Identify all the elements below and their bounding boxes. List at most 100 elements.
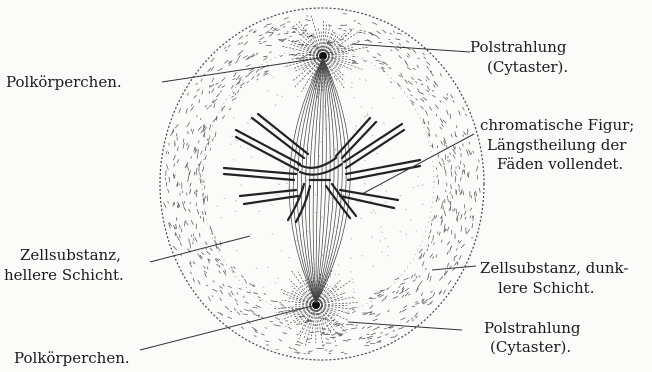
stipple-mark [427, 128, 430, 132]
stipple-mark [224, 47, 226, 49]
stipple-mark [414, 274, 415, 276]
stipple-mark [202, 90, 203, 94]
stipple-mark [388, 39, 390, 40]
stipple-mark [470, 208, 471, 211]
stipple-mark [422, 184, 424, 185]
stipple-mark [411, 318, 413, 319]
stipple-mark [216, 94, 220, 98]
stipple-mark [351, 307, 356, 308]
stipple-mark [330, 337, 336, 338]
stipple-mark [247, 123, 249, 124]
stipple-mark [426, 90, 429, 92]
stipple-mark [204, 196, 205, 202]
stipple-mark [184, 207, 186, 211]
stipple-mark [455, 132, 456, 137]
stipple-mark [341, 352, 344, 353]
stipple-mark [433, 235, 434, 240]
stipple-mark [243, 314, 248, 315]
stipple-mark [225, 306, 229, 309]
stipple-mark [439, 232, 440, 236]
stipple-mark [259, 300, 261, 301]
stipple-mark [385, 334, 389, 336]
stipple-mark [465, 217, 466, 220]
stipple-mark [417, 65, 419, 68]
stipple-mark [265, 31, 269, 34]
stipple-mark [387, 287, 390, 289]
stipple-mark [339, 70, 341, 71]
stipple-mark [362, 327, 365, 329]
stipple-mark [451, 134, 452, 138]
stipple-mark [212, 289, 217, 291]
stipple-mark [322, 255, 324, 256]
stipple-mark [196, 168, 197, 173]
stipple-mark [423, 261, 425, 266]
stipple-mark [169, 177, 170, 182]
label-polstrahlung-bottom: Polstrahlung [484, 319, 581, 337]
stipple-mark [191, 104, 192, 106]
stipple-mark [271, 128, 273, 129]
stipple-mark [475, 191, 476, 196]
stipple-mark [427, 86, 430, 91]
stipple-mark [292, 293, 294, 294]
stipple-mark [174, 225, 175, 229]
stipple-mark [334, 150, 336, 151]
stipple-mark [260, 37, 265, 40]
stipple-mark [240, 185, 242, 186]
stipple-mark [431, 241, 432, 243]
stipple-mark [231, 267, 233, 268]
stipple-mark [448, 160, 449, 162]
stipple-mark [320, 142, 322, 143]
stipple-mark [264, 293, 266, 295]
stipple-mark [241, 327, 244, 329]
stipple-mark [187, 143, 188, 146]
stipple-mark [416, 316, 418, 318]
aster-ray [291, 290, 311, 302]
stipple-mark [196, 173, 197, 175]
stipple-mark [319, 156, 321, 157]
aster-ray [328, 54, 349, 56]
label-cytaster-top: (Cytaster). [487, 58, 568, 76]
stipple-mark [189, 173, 190, 177]
stipple-mark [375, 35, 379, 39]
stipple-mark [459, 166, 460, 169]
stipple-mark [399, 75, 401, 76]
aster-ray [327, 29, 354, 53]
stipple-mark [460, 177, 461, 181]
stipple-mark [465, 114, 467, 116]
stipple-mark [231, 291, 233, 295]
chromosome [224, 174, 294, 180]
stipple-mark [397, 33, 402, 34]
stipple-mark [381, 232, 383, 233]
stipple-mark [413, 280, 416, 282]
stipple-mark [401, 318, 406, 320]
stipple-mark [350, 258, 352, 259]
stipple-mark [263, 57, 267, 60]
stipple-mark [278, 34, 280, 35]
stipple-mark [469, 142, 470, 144]
stipple-mark [404, 278, 409, 280]
stipple-mark [179, 183, 180, 185]
stipple-mark [177, 236, 180, 241]
stipple-mark [322, 217, 324, 218]
stipple-mark [421, 93, 423, 95]
stipple-mark [227, 317, 232, 319]
stipple-mark [450, 192, 451, 194]
stipple-mark [418, 89, 419, 91]
stipple-mark [167, 164, 169, 170]
stipple-mark [263, 287, 265, 288]
stipple-mark [464, 164, 465, 168]
stipple-mark [237, 55, 240, 59]
stipple-mark [365, 80, 367, 81]
stipple-mark [385, 296, 387, 298]
stipple-mark [304, 24, 308, 26]
stipple-mark [244, 309, 249, 311]
stipple-mark [443, 120, 447, 123]
stipple-mark [406, 41, 409, 43]
stipple-mark [390, 81, 391, 83]
stipple-mark [173, 246, 177, 250]
stipple-mark [350, 219, 352, 220]
stipple-mark [372, 108, 374, 109]
stipple-mark [415, 301, 417, 303]
stipple-mark [257, 74, 260, 77]
stipple-mark [355, 325, 357, 327]
